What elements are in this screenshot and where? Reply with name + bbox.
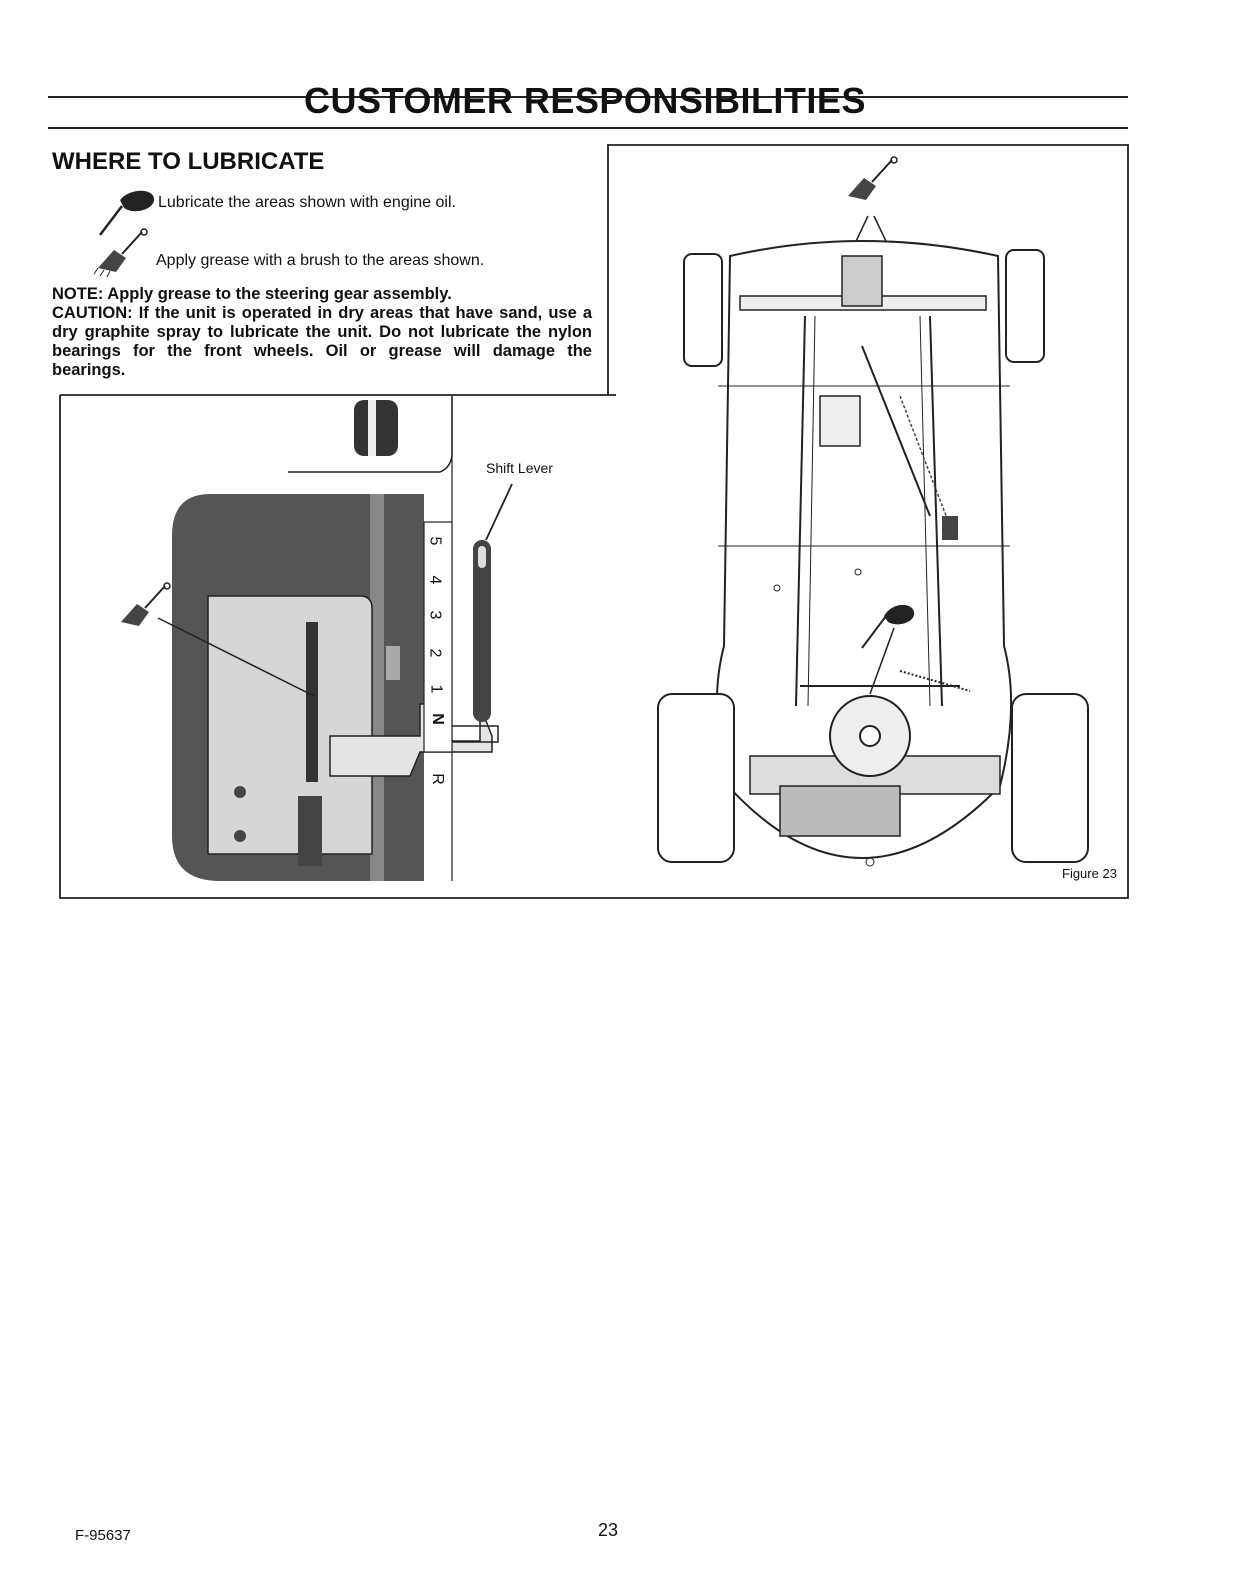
legend-oil-text: Lubricate the areas shown with engine oi…: [158, 194, 456, 211]
grease-brush-icon: [121, 582, 171, 626]
gear-label: 1: [427, 684, 445, 694]
figure-frame: [59, 144, 1129, 899]
figure-caption: Figure 23: [1062, 866, 1117, 881]
page-title: CUSTOMER RESPONSIBILITIES: [304, 80, 866, 121]
grease-brush-icon: [848, 156, 898, 200]
grease-brush-icon: [93, 228, 148, 278]
oil-can-icon: [884, 604, 915, 625]
gear-label: N: [428, 713, 446, 725]
gear-label: 3: [426, 610, 444, 620]
header-rule-top: [48, 96, 1128, 98]
shift-lever-label: Shift Lever: [486, 460, 553, 476]
gear-label: 4: [426, 575, 444, 585]
tractor-chassis-diagram: [657, 156, 1089, 867]
page-number: 23: [598, 1520, 619, 1540]
section-heading: WHERE TO LUBRICATE: [52, 148, 325, 175]
legend-grease-text: Apply grease with a brush to the areas s…: [156, 252, 485, 269]
gear-label: 2: [426, 648, 444, 658]
gear-label: 5: [426, 536, 444, 546]
caution-text: CAUTION: If the unit is operated in dry …: [52, 304, 592, 379]
instruction-text: NOTE: Apply grease to the steering gear …: [52, 285, 592, 380]
shift-lever-detail: [121, 396, 513, 881]
document-number: F-95637: [75, 1527, 131, 1544]
gear-label: R: [428, 773, 446, 785]
header-rule-bottom: [48, 127, 1128, 129]
oil-can-icon: [99, 190, 155, 236]
note-text: NOTE: Apply grease to the steering gear …: [52, 285, 452, 303]
